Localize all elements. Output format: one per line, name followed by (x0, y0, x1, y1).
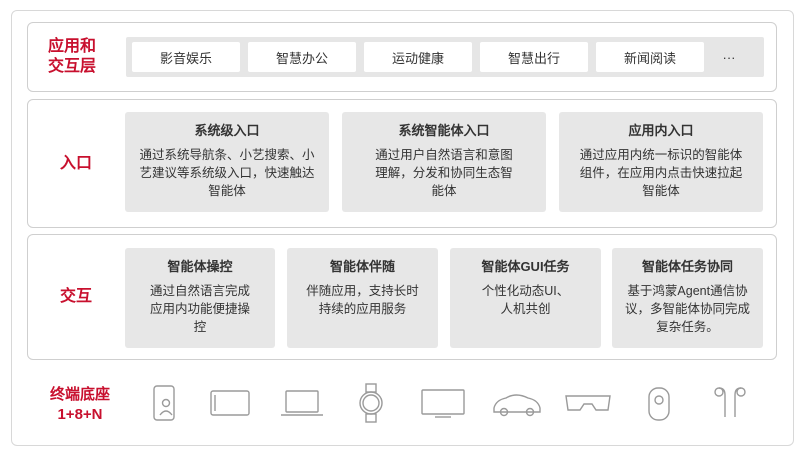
entry-layer: 入口 系统级入口 通过系统导航条、小艺搜索、小艺建议等系统级入口，快速触达智能体… (27, 99, 777, 228)
earbuds-icon (712, 383, 748, 423)
terminal-label-subtitle: 1+8+N (57, 406, 103, 423)
app-layer: 应用和 交互层 影音娱乐 智慧办公 运动健康 智慧出行 新闻阅读 ··· (27, 22, 777, 92)
entry-card-desc: 通过系统导航条、小艺搜索、小艺建议等系统级入口，快速触达智能体 (139, 148, 315, 198)
app-chip-health[interactable]: 运动健康 (364, 42, 472, 72)
terminal-label-title: 终端底座 (49, 386, 110, 403)
interaction-card-title: 智能体任务协同 (641, 259, 733, 274)
interaction-card-title: 智能体GUI任务 (481, 259, 570, 274)
app-chip-office[interactable]: 智慧办公 (248, 42, 356, 72)
entry-card-desc: 通过应用内统一标识的智能体组件，在应用内点击快速拉起智能体 (579, 148, 743, 198)
laptop-icon (278, 383, 326, 423)
interaction-card-title: 智能体伴随 (329, 259, 395, 274)
tv-icon (420, 383, 466, 423)
entry-card-system: 系统级入口 通过系统导航条、小艺搜索、小艺建议等系统级入口，快速触达智能体 (125, 112, 329, 212)
interaction-card-desc: 基于鸿蒙Agent通信协议，多智能体协同完成复杂任务。 (624, 284, 750, 334)
watch-icon (356, 383, 386, 423)
interaction-card-desc: 伴随应用，支持长时持续的应用服务 (306, 284, 419, 316)
tablet-icon (208, 383, 252, 423)
speaker-icon (646, 383, 672, 423)
diagram-frame (11, 10, 794, 446)
entry-card-title: 系统级入口 (194, 123, 260, 138)
interaction-card-desc: 个性化动态UI、人机共创 (481, 284, 570, 316)
vr-glasses-icon (563, 383, 613, 423)
more-apps[interactable]: ··· (722, 49, 736, 65)
app-layer-label: 应用和 交互层 (42, 37, 102, 77)
interaction-card-desc: 通过自然语言完成应用内功能便捷操控 (149, 284, 250, 334)
entry-card-title: 系统智能体入口 (398, 123, 490, 138)
app-chip-travel[interactable]: 智慧出行 (480, 42, 588, 72)
entry-card-in-app: 应用内入口 通过应用内统一标识的智能体组件，在应用内点击快速拉起智能体 (559, 112, 763, 212)
app-layer-label-text: 应用和 交互层 (47, 38, 96, 75)
terminal-label: 终端底座 1+8+N (40, 385, 120, 425)
interaction-card-control: 智能体操控 通过自然语言完成应用内功能便捷操控 (125, 248, 275, 348)
entry-card-title: 应用内入口 (628, 123, 694, 138)
interaction-card-gui-task: 智能体GUI任务 个性化动态UI、人机共创 (450, 248, 601, 348)
app-chip-entertainment[interactable]: 影音娱乐 (132, 42, 240, 72)
interaction-card-title: 智能体操控 (167, 259, 233, 274)
phone-icon (148, 383, 182, 423)
entry-card-system-agent: 系统智能体入口 通过用户自然语言和意图理解，分发和协同生态智能体 (342, 112, 546, 212)
interaction-card-companion: 智能体伴随 伴随应用，支持长时持续的应用服务 (287, 248, 438, 348)
interaction-layer: 交互 智能体操控 通过自然语言完成应用内功能便捷操控 智能体伴随 伴随应用，支持… (27, 234, 777, 360)
app-chip-news[interactable]: 新闻阅读 (596, 42, 704, 72)
app-strip: 影音娱乐 智慧办公 运动健康 智慧出行 新闻阅读 ··· (126, 37, 764, 77)
entry-card-desc: 通过用户自然语言和意图理解，分发和协同生态智能体 (375, 148, 513, 198)
interaction-card-collaboration: 智能体任务协同 基于鸿蒙Agent通信协议，多智能体协同完成复杂任务。 (612, 248, 763, 348)
entry-layer-label: 入口 (59, 155, 92, 172)
interaction-layer-label: 交互 (59, 288, 92, 305)
car-icon (490, 383, 544, 423)
